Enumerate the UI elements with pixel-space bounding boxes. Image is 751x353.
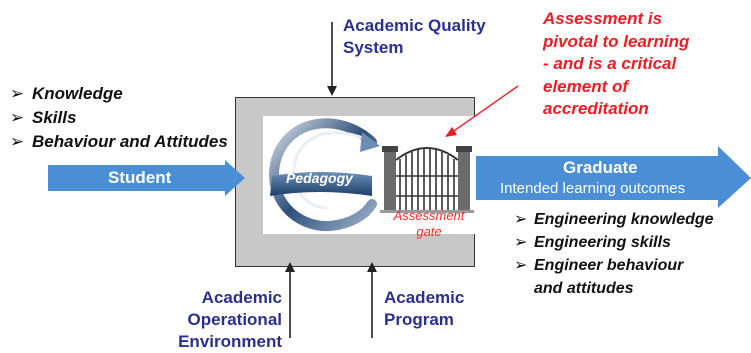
- graduate-label: Graduate: [563, 158, 638, 177]
- pedagogy-swirl: [269, 118, 380, 232]
- input-item: ➢ Behaviour and Attitudes: [10, 130, 228, 154]
- input-list: ➢ Knowledge ➢ Skills ➢ Behaviour and Att…: [10, 82, 228, 154]
- gate-label-line: gate: [416, 224, 442, 239]
- bullet-arrow-icon: ➢: [10, 84, 25, 103]
- note-line: accreditation: [543, 99, 649, 118]
- academic-quality-system-label: Academic Quality System: [343, 15, 486, 59]
- pedagogy-label: Pedagogy: [286, 170, 353, 186]
- input-item-label: Behaviour and Attitudes: [32, 132, 228, 151]
- note-line: Assessment is: [543, 9, 663, 28]
- assessment-note: Assessment is pivotal to learning - and …: [543, 8, 689, 121]
- student-arrow-label: Student: [108, 168, 172, 187]
- aoe-line: Environment: [178, 332, 282, 351]
- output-item: ➢ Engineer behaviour and attitudes: [514, 254, 714, 300]
- aqs-arrow-head: [327, 86, 337, 96]
- aqs-line: Academic Quality: [343, 16, 486, 35]
- input-item-label: Skills: [32, 108, 77, 127]
- aqs-line: System: [343, 38, 404, 57]
- program-line: Academic: [384, 288, 465, 307]
- input-item: ➢ Knowledge: [10, 82, 228, 106]
- output-item-label: Engineer behaviour and attitudes: [534, 254, 683, 300]
- operational-arrow-head: [285, 262, 295, 272]
- output-item: ➢ Engineering skills: [514, 231, 714, 254]
- graduate-subtitle: Intended learning outcomes: [500, 180, 686, 197]
- bullet-arrow-icon: ➢: [514, 234, 528, 251]
- student-arrow: [48, 160, 245, 196]
- aoe-line: Operational: [187, 310, 282, 329]
- gate-icon: [380, 146, 474, 213]
- output-item-line: and attitudes: [534, 280, 634, 297]
- bullet-arrow-icon: ➢: [514, 211, 528, 228]
- academic-program-label: Academic Program: [384, 287, 464, 331]
- note-pointer-line: [450, 85, 519, 134]
- bullet-arrow-icon: ➢: [514, 257, 528, 274]
- output-item-label: Engineering knowledge: [534, 211, 714, 228]
- note-pointer-head: [445, 127, 457, 137]
- note-line: - and is a critical: [543, 54, 677, 73]
- program-line: Program: [384, 310, 454, 329]
- bullet-arrow-icon: ➢: [10, 132, 25, 151]
- assessment-gate-label: Assessment gate: [381, 208, 477, 240]
- input-item: ➢ Skills: [10, 106, 228, 130]
- output-item-line: Engineer behaviour: [534, 257, 684, 274]
- note-line: pivotal to learning: [543, 31, 690, 51]
- input-item-label: Knowledge: [32, 84, 123, 103]
- output-item: ➢ Engineering knowledge: [514, 208, 714, 231]
- aoe-line: Academic: [201, 288, 282, 307]
- bullet-arrow-icon: ➢: [10, 108, 25, 127]
- output-item-label: Engineering skills: [534, 234, 671, 251]
- graduate-arrow: [476, 146, 751, 208]
- program-arrow-head: [367, 262, 377, 272]
- gate-label-line: Assessment: [393, 208, 465, 223]
- output-list: ➢ Engineering knowledge ➢ Engineering sk…: [514, 208, 714, 300]
- note-line: element of: [543, 76, 629, 96]
- academic-operational-environment-label: Academic Operational Environment: [158, 287, 282, 353]
